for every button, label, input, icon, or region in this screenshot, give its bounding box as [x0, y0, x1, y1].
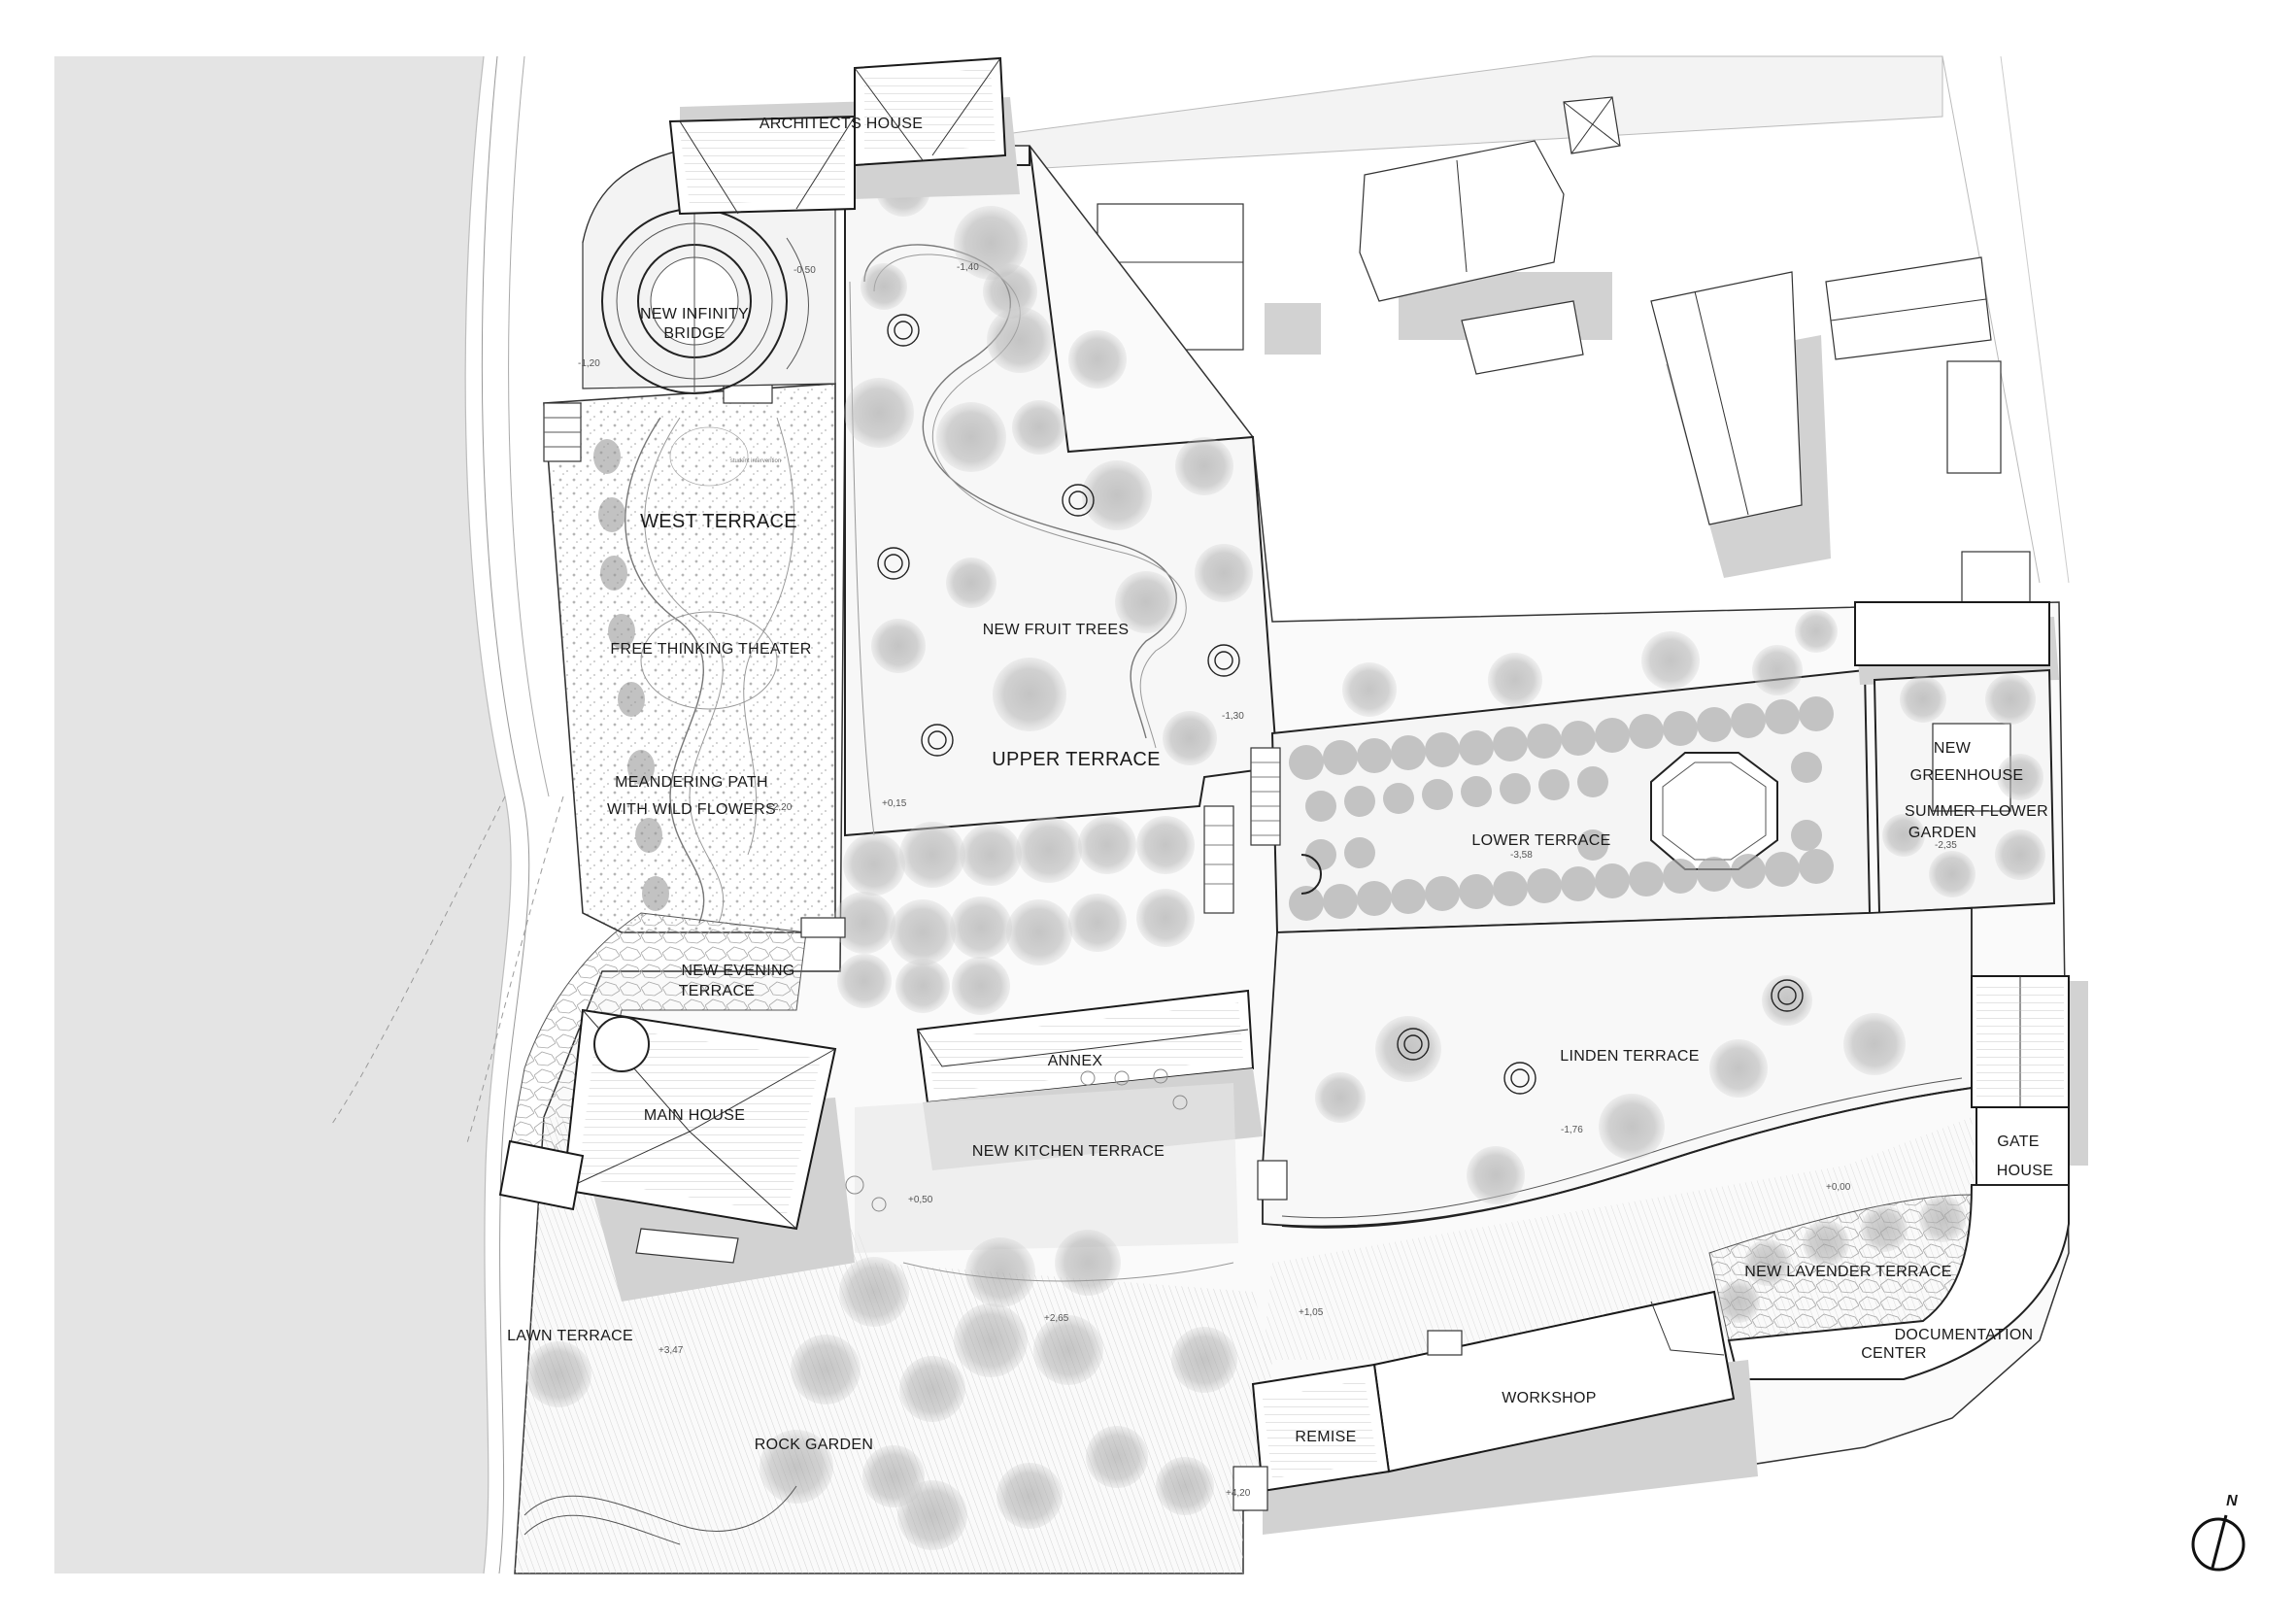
west-terrace-zone	[543, 383, 836, 933]
level-4: +2,20	[767, 802, 793, 813]
level-1: -0,50	[793, 265, 816, 276]
label-garden: GARDEN	[1908, 825, 1976, 841]
label-annex: ANNEX	[1048, 1053, 1103, 1069]
area-labels: ARCHITECTS HOUSE NEW INFINITY BRIDGE WES…	[507, 116, 2053, 1453]
level-13: +1,05	[1299, 1307, 1324, 1318]
label-lower-terrace: LOWER TERRACE	[1471, 832, 1610, 849]
label-house: HOUSE	[1997, 1163, 2053, 1179]
label-student-intervention: student intervention	[730, 458, 781, 464]
level-9: -1,76	[1561, 1125, 1583, 1135]
level-5: +0,15	[882, 798, 907, 809]
label-new: NEW	[1934, 740, 1972, 757]
workshop-block	[1232, 1290, 1758, 1535]
label-gate: GATE	[1997, 1133, 2040, 1150]
level-12: +2,65	[1044, 1313, 1069, 1324]
lower-terrace-zone	[1250, 610, 1872, 934]
label-remise: REMISE	[1295, 1429, 1356, 1445]
label-center: CENTER	[1861, 1345, 1927, 1362]
river-area	[54, 55, 564, 1574]
label-rock-garden: ROCK GARDEN	[755, 1437, 873, 1453]
level-14: +3,47	[658, 1345, 684, 1356]
level-3: -1,20	[578, 358, 600, 369]
label-workshop: WORKSHOP	[1502, 1390, 1597, 1406]
level-6: -1,30	[1222, 711, 1244, 722]
level-2: -1,40	[957, 262, 979, 273]
level-7: -3,58	[1510, 850, 1533, 861]
neighbour-buildings	[1097, 96, 2031, 616]
label-with-wild-flowers: WITH WILD FLOWERS	[607, 801, 776, 818]
label-new-lavender-terrace: NEW LAVENDER TERRACE	[1744, 1264, 1951, 1280]
level-11: +0,50	[908, 1195, 933, 1205]
label-new-evening: NEW EVENING	[681, 963, 794, 979]
label-lawn-terrace: LAWN TERRACE	[507, 1328, 633, 1344]
label-terrace: TERRACE	[679, 983, 756, 999]
label-main-house: MAIN HOUSE	[644, 1107, 745, 1124]
north-label: N	[2226, 1493, 2238, 1509]
linden-terrace-zone	[1262, 907, 1973, 1229]
architects-house-block	[668, 56, 1020, 216]
lavender-terrace-zone	[1708, 1194, 1973, 1341]
label-architects-house: ARCHITECTS HOUSE	[760, 116, 923, 132]
label-west-terrace: WEST TERRACE	[640, 511, 797, 532]
label-upper-terrace: UPPER TERRACE	[992, 749, 1161, 770]
greenhouse-zone	[1854, 601, 2059, 915]
label-greenhouse: GREENHOUSE	[1910, 767, 2024, 784]
label-new-fruit-trees: NEW FRUIT TREES	[983, 622, 1130, 638]
level-labels: -0,50 -1,40 -1,20 +2,20 +0,15 -1,30 -3,5…	[578, 262, 1957, 1499]
label-new-kitchen-terrace: NEW KITCHEN TERRACE	[972, 1143, 1165, 1160]
stairs	[800, 805, 1288, 1201]
kitchen-terrace-zone	[523, 1068, 1238, 1550]
label-summer-flower: SUMMER FLOWER	[1905, 803, 2048, 820]
label-linden-terrace: LINDEN TERRACE	[1560, 1048, 1700, 1065]
label-documentation: DOCUMENTATION	[1895, 1327, 2034, 1343]
level-15: +4,20	[1226, 1488, 1251, 1499]
gate-house-block	[1727, 975, 2088, 1380]
label-new-infinity: NEW INFINITY	[640, 306, 749, 322]
label-free-thinking-theater: FREE THINKING THEATER	[610, 641, 811, 658]
level-10: +0,00	[1826, 1182, 1851, 1193]
label-bridge: BRIDGE	[663, 325, 725, 342]
fruit-trees	[844, 162, 1253, 765]
tree-rows	[833, 816, 1195, 1015]
label-meandering-path: MEANDERING PATH	[615, 774, 768, 791]
level-8: -2,35	[1935, 840, 1957, 851]
north-arrow-icon: N	[2191, 1493, 2245, 1572]
